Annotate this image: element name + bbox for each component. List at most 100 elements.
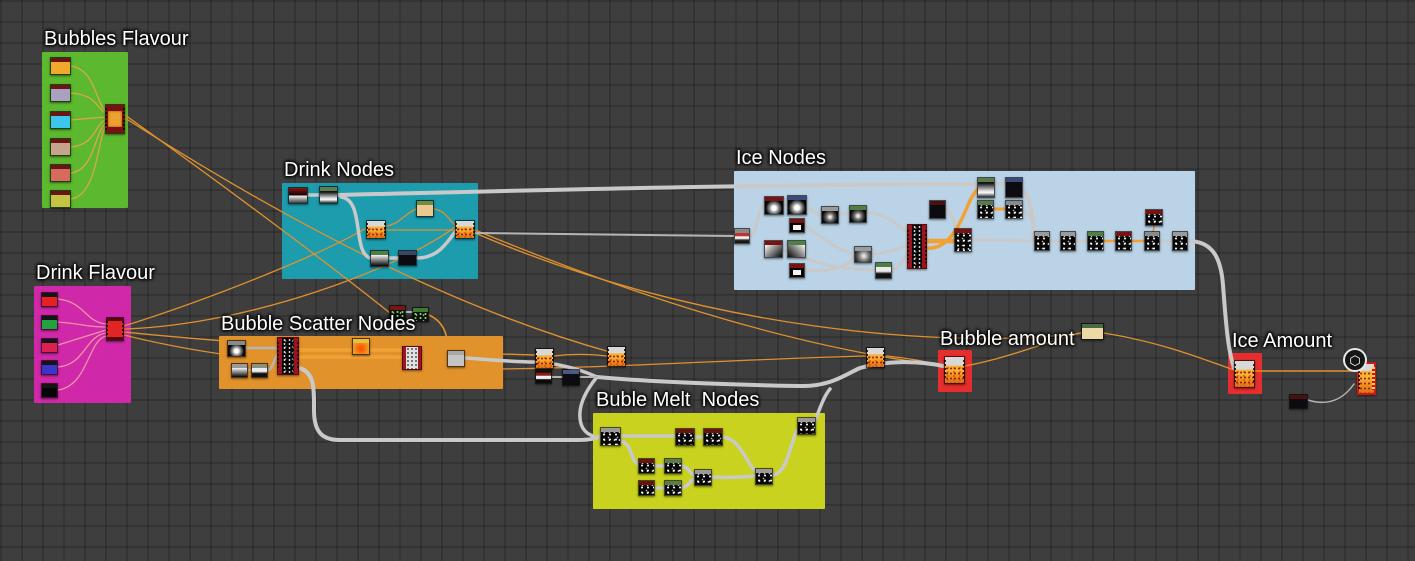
wire: [1103, 332, 1235, 371]
node-drink-dark[interactable]: [398, 250, 417, 266]
node-ice-fxmap[interactable]: [907, 224, 927, 269]
node-header: [42, 384, 57, 388]
node-drink-color-4[interactable]: [41, 360, 58, 375]
node-scatter-preview-1[interactable]: [389, 305, 406, 320]
node-scatter-gradient-2[interactable]: [251, 363, 268, 378]
node-bubbles-color-3[interactable]: [50, 111, 71, 129]
node-ice-shape-1[interactable]: [789, 218, 805, 233]
node-ice-shape-2[interactable]: [789, 263, 805, 278]
node-bubbles-color-4[interactable]: [50, 138, 71, 156]
node-drink-curve[interactable]: [319, 186, 338, 204]
node-drink-gradient[interactable]: [370, 250, 389, 267]
node-melt-output[interactable]: [797, 417, 816, 435]
node-bubble-amount-node[interactable]: [944, 356, 965, 384]
node-ice-blur-2[interactable]: [849, 205, 867, 223]
node-thumbnail: [1006, 182, 1022, 197]
node-scatter-mask-light[interactable]: [402, 346, 422, 370]
wire: [680, 477, 696, 490]
node-melt-noise-5[interactable]: [664, 458, 682, 474]
node-amount-curve[interactable]: [1081, 323, 1104, 340]
node-ice-preview[interactable]: [1145, 209, 1163, 226]
node-ice-chain-3[interactable]: [1087, 231, 1104, 251]
node-header: [1145, 232, 1159, 236]
3d-view-icon[interactable]: ⬡: [1343, 348, 1367, 372]
node-ice-grad-2[interactable]: [787, 240, 806, 258]
node-melt-noise-6[interactable]: [694, 469, 712, 486]
node-bubbles-switch[interactable]: [105, 104, 125, 134]
node-ice-blur-1[interactable]: [821, 206, 839, 224]
node-thumbnail: [1290, 399, 1307, 408]
wire: [70, 65, 106, 111]
node-header: [232, 364, 247, 368]
node-ice-blur-3[interactable]: [854, 246, 872, 263]
node-drink-color-1[interactable]: [41, 292, 58, 307]
node-bubbles-color-5[interactable]: [50, 164, 71, 182]
node-ice-spot-2[interactable]: [787, 195, 807, 215]
node-mid-blend-3[interactable]: [866, 347, 885, 368]
node-thumbnail: [756, 473, 772, 484]
node-bubbles-color-6[interactable]: [50, 190, 71, 208]
node-ice-dark-3[interactable]: [1005, 200, 1023, 219]
node-drink-gradient-map[interactable]: [288, 187, 308, 204]
node-ice-split[interactable]: [875, 262, 892, 279]
node-ice-chain-5[interactable]: [1144, 231, 1160, 251]
node-ice-grad-1[interactable]: [764, 240, 783, 258]
node-ice-dark-1[interactable]: [1005, 177, 1023, 198]
node-melt-noise-1[interactable]: [600, 427, 621, 446]
node-ice-chain-1[interactable]: [1034, 231, 1050, 251]
node-ice-chain-6[interactable]: [1172, 231, 1188, 251]
node-output-dark[interactable]: [1289, 394, 1308, 409]
node-drink-color-2[interactable]: [41, 315, 58, 330]
node-thumbnail: [289, 188, 307, 203]
node-ice-chain-2[interactable]: [1060, 231, 1076, 251]
node-thumbnail: [798, 422, 815, 434]
node-scatter-gradient[interactable]: [231, 363, 248, 378]
node-bubbles-color-1[interactable]: [50, 57, 71, 75]
node-melt-noise-8[interactable]: [664, 480, 682, 496]
node-ice-levels[interactable]: [954, 228, 972, 252]
node-ice-dark-top[interactable]: [929, 200, 946, 219]
node-scatter-gray[interactable]: [447, 350, 465, 367]
wire: [385, 208, 417, 227]
node-drink-tint[interactable]: [416, 200, 434, 217]
node-bubbles-color-2[interactable]: [50, 84, 71, 102]
node-scatter-spot[interactable]: [227, 340, 246, 357]
wire: [837, 211, 851, 216]
node-mid-blend-1[interactable]: [535, 348, 554, 369]
node-melt-noise-9[interactable]: [755, 468, 773, 485]
node-output-node[interactable]: [1357, 362, 1376, 395]
node-melt-noise-2[interactable]: [675, 428, 695, 446]
node-header: [665, 459, 681, 463]
node-ice-amount-node[interactable]: [1234, 360, 1255, 388]
node-header: [1061, 232, 1075, 236]
node-scatter-radial[interactable]: [352, 338, 370, 355]
node-thumbnail: [788, 245, 805, 257]
node-drink-blend-2[interactable]: [455, 220, 475, 239]
node-drink-blend-1[interactable]: [366, 220, 386, 239]
node-drink-color-3[interactable]: [41, 338, 58, 353]
node-melt-noise-4[interactable]: [638, 458, 655, 474]
node-mid-blend-2[interactable]: [607, 346, 626, 367]
node-scatter-mask[interactable]: [277, 337, 299, 375]
node-drink-switch[interactable]: [106, 317, 124, 341]
node-ice-grad-3[interactable]: [977, 177, 995, 198]
node-header: [788, 196, 806, 200]
node-mid-dark[interactable]: [562, 369, 580, 386]
node-header: [978, 201, 993, 205]
wire: [123, 227, 367, 327]
node-melt-noise-3[interactable]: [703, 428, 723, 446]
node-ice-chain-4[interactable]: [1115, 231, 1132, 251]
node-melt-noise-7[interactable]: [638, 480, 655, 496]
node-ice-spot-1[interactable]: [764, 196, 784, 215]
node-header: [1006, 201, 1022, 205]
node-thumbnail: [867, 348, 884, 367]
node-ice-ramp[interactable]: [734, 228, 750, 244]
wire: [865, 210, 909, 234]
node-mid-ramp[interactable]: [535, 369, 552, 384]
node-thumbnail: [855, 251, 871, 262]
node-thumbnail: [1116, 236, 1131, 250]
node-ice-dark-2[interactable]: [977, 200, 994, 219]
node-drink-color-5[interactable]: [41, 383, 58, 398]
node-scatter-preview-2[interactable]: [412, 307, 429, 322]
